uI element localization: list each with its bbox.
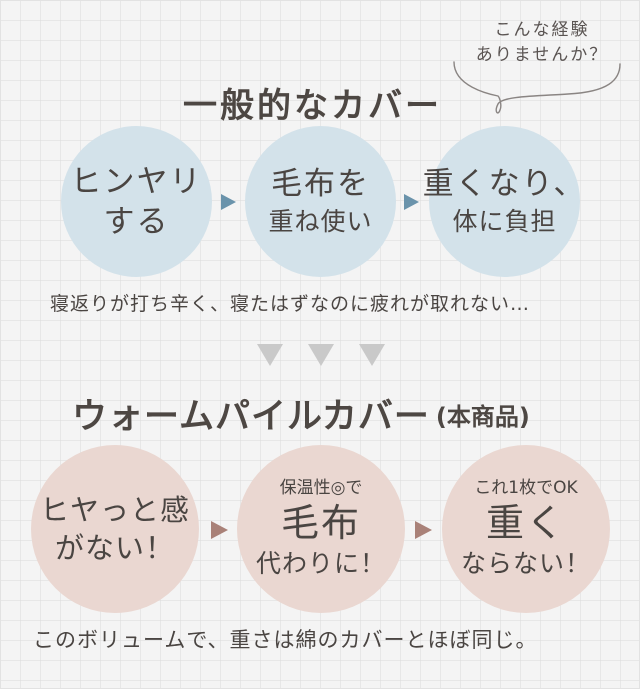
speech-bubble-curve-icon: [453, 61, 621, 114]
product-circle-2-top: 保温性◎で: [279, 478, 363, 498]
product-circle-3-main: 重く: [485, 501, 566, 545]
product-circle-1: ヒヤっと感 がない！: [31, 445, 199, 613]
bubble-line-2: ありませんか？: [475, 45, 609, 65]
general-circle-2: 毛布を 重ね使い: [245, 126, 396, 277]
general-circle-3-line-1: 重くなり、: [422, 165, 587, 202]
triangle-down-icon: [308, 344, 334, 366]
general-circle-1: ヒンヤリ する: [61, 126, 212, 277]
product-circle-1-line-1: ヒヤっと感: [39, 493, 190, 527]
product-circle-3-bottom: ならない！: [460, 549, 591, 578]
triangle-down-icon: [257, 344, 283, 366]
product-title-suffix: (本商品): [435, 403, 530, 431]
general-circle-1-line-1: ヒンヤリ: [70, 163, 203, 200]
product-title-name: ウォームパイルカバー: [72, 396, 430, 437]
general-caption: 寝返りが打ち辛く、寝たはずなのに疲れが取れない…: [50, 293, 531, 315]
triangle-right-icon: [211, 521, 228, 539]
speech-bubble: こんな経験 ありませんか？: [462, 18, 622, 68]
triangle-right-icon: [415, 521, 432, 539]
general-circle-3-line-2: 体に負担: [452, 206, 557, 236]
product-circle-2: 保温性◎で 毛布 代わりに！: [237, 445, 405, 613]
triangle-right-icon: [404, 194, 419, 210]
general-circle-1-line-2: する: [103, 203, 170, 240]
product-circle-3: これ1枚でOK 重く ならない！: [442, 445, 610, 613]
product-circle-2-main: 毛布: [280, 501, 361, 545]
triangle-down-icon: [359, 344, 385, 366]
bubble-line-1: こんな経験: [494, 20, 590, 40]
general-circle-3: 重くなり、 体に負担: [423, 126, 584, 277]
general-cover-title: 一般的なカバー: [183, 86, 442, 126]
product-circle-1-line-2: がない！: [54, 531, 175, 565]
general-circle-2-line-1: 毛布を: [271, 165, 370, 202]
product-circle-3-top: これ1枚でOK: [474, 478, 578, 498]
product-title: ウォームパイルカバー(本商品): [72, 388, 530, 439]
general-circle-2-line-2: 重ね使い: [268, 206, 373, 236]
product-circle-2-bottom: 代わりに！: [255, 549, 386, 578]
product-caption: このボリュームで、重さは綿のカバーとほぼ同じ。: [33, 628, 538, 652]
triangle-right-icon: [221, 194, 236, 210]
